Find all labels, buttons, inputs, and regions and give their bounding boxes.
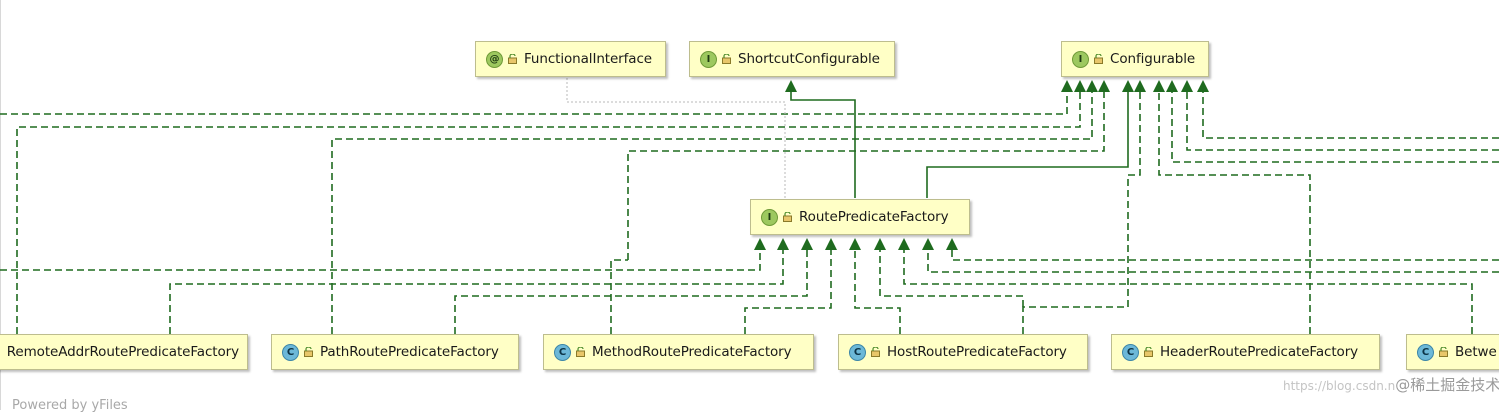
edge-cfg-4 [627,84,1105,260]
interface-badge-icon: I [700,50,717,68]
edge-rpf-to-shortcut [790,84,856,198]
edge-rpf-10 [879,242,1024,307]
node-remote-addr-route-predicate-factory[interactable]: RemoteAddrRoutePredicateFactory [0,334,248,370]
node-label: Betwe [1455,344,1497,360]
visibility-icon [871,347,880,357]
interface-badge-icon: I [761,208,778,226]
visibility-icon [1144,347,1153,357]
edge-rpf-6 [854,242,901,334]
watermark-text: @稀土掘金技术社区 [1395,376,1499,394]
node-label: RemoteAddrRoutePredicateFactory [6,344,239,360]
edge-cfg-1 [0,84,1068,115]
visibility-icon [1094,54,1103,64]
edge-annotation-functional [566,78,786,198]
rpf-arrowheads [754,238,958,250]
watermark: https://blog.csdn.n@稀土掘金技术社区 [1283,374,1499,395]
watermark-url: https://blog.csdn.n [1283,379,1396,393]
edge-rpf-3 [454,242,808,334]
node-shortcut-configurable[interactable]: I ShortcutConfigurable [689,41,895,77]
class-badge-icon: C [282,343,299,361]
visibility-icon [722,54,731,64]
node-functional-interface[interactable]: @ FunctionalInterface [475,41,666,77]
edge-rpf-5 [610,259,628,334]
class-badge-icon: C [1417,343,1434,361]
node-label: FunctionalInterface [524,51,652,67]
class-badge-icon: C [554,343,571,361]
edge-rpf-to-configurable [926,84,1129,198]
edge-cfg-6 [1158,84,1311,334]
node-label: Configurable [1110,51,1196,67]
node-label: RoutePredicateFactory [799,209,949,225]
node-label: ShortcutConfigurable [738,51,880,67]
edge-cfg-9 [1202,84,1499,139]
powered-by-text: Powered by yFiles [12,398,128,413]
node-method-route-predicate-factory[interactable]: C MethodRoutePredicateFactory [543,334,814,370]
node-header-route-predicate-factory[interactable]: C HeaderRoutePredicateFactory [1111,334,1380,370]
edge-cfg-7 [1171,84,1499,163]
edge-rpf-8 [927,242,1499,273]
edge-cfg-5 [1022,84,1141,334]
node-label: HostRoutePredicateFactory [887,344,1067,360]
class-badge-icon: C [1122,343,1139,361]
canvas-left-border [0,0,1,410]
edge-rpf-9 [951,242,1499,261]
edge-rpf-7 [903,242,1473,334]
interface-badge-icon: I [1072,50,1089,68]
node-label: MethodRoutePredicateFactory [592,344,792,360]
edge-rpf-4 [744,242,832,334]
edge-rpf-2 [169,242,784,334]
node-path-route-predicate-factory[interactable]: C PathRoutePredicateFactory [271,334,519,370]
visibility-icon [508,54,517,64]
configurable-arrowheads [785,80,1209,92]
visibility-icon [576,347,585,357]
node-configurable[interactable]: I Configurable [1061,41,1209,77]
node-host-route-predicate-factory[interactable]: C HostRoutePredicateFactory [838,334,1088,370]
class-badge-icon: C [849,343,866,361]
node-between-route-predicate-factory[interactable]: C Betwe [1406,334,1499,370]
edge-cfg-8 [1186,84,1499,151]
edge-cfg-2 [16,84,1081,334]
node-label: HeaderRoutePredicateFactory [1160,344,1359,360]
annotation-badge-icon: @ [486,50,503,68]
edge-cfg-3 [331,84,1093,334]
visibility-icon [783,212,792,222]
node-route-predicate-factory[interactable]: I RoutePredicateFactory [750,199,970,235]
visibility-icon [304,347,313,357]
edge-rpf-1 [0,242,761,271]
node-label: PathRoutePredicateFactory [320,344,499,360]
visibility-icon [1439,347,1448,357]
